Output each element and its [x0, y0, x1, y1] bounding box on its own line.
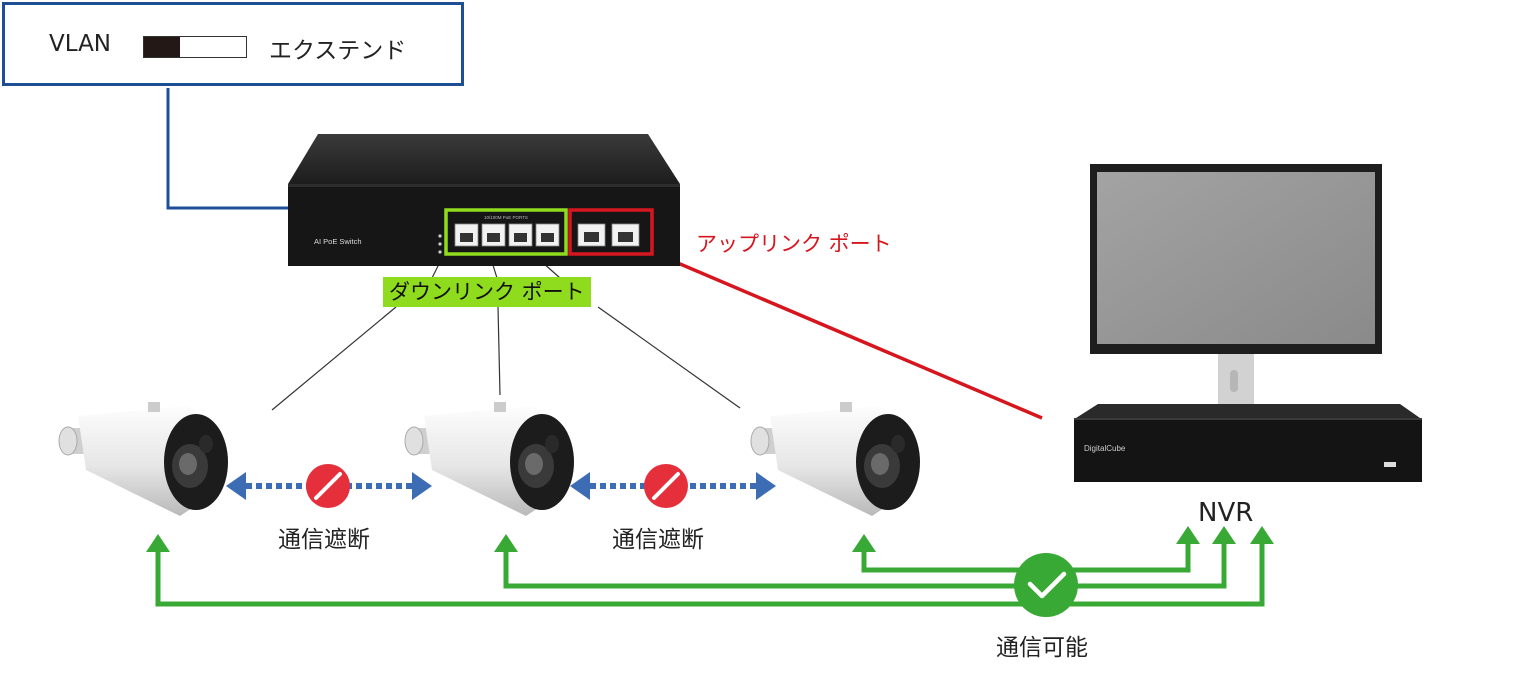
nvr-brand-label: DigitalCube: [1084, 444, 1126, 453]
vlan-connector-line: [166, 88, 292, 210]
camera-2: [404, 402, 574, 516]
nvr-label: NVR: [1198, 498, 1254, 528]
communication-ok-label: 通信可能: [996, 635, 1088, 661]
blocked-label-2: 通信遮断: [612, 527, 704, 553]
monitor: [1090, 164, 1382, 412]
ok-arrowheads: [146, 526, 1274, 552]
vlan-mode-label: エクステンド: [269, 38, 407, 64]
switch-port-group-label: 10/100M PoE PORTS: [484, 215, 528, 220]
blocked-label-1: 通信遮断: [278, 527, 370, 553]
toggle-knob: [144, 37, 180, 57]
nvr-device: DigitalCube: [1074, 404, 1422, 482]
uplink-port-label: アップリンク ポート: [696, 232, 892, 256]
camera-3: [750, 402, 920, 516]
downlink-port-group: [444, 208, 568, 256]
poe-switch: AI PoE Switch 10/100M PoE PORTS: [288, 134, 680, 266]
no-entry-icon: [644, 464, 688, 508]
switch-model-label: AI PoE Switch: [314, 237, 362, 246]
vlan-label: VLAN: [49, 31, 112, 57]
check-circle-icon: [1014, 553, 1078, 617]
no-entry-icon: [306, 464, 350, 508]
vlan-setting-box: VLAN エクステンド: [2, 2, 464, 86]
vlan-mode-toggle[interactable]: [143, 36, 247, 58]
camera-1: [58, 402, 228, 516]
blocked-link-2: [570, 464, 776, 508]
uplink-port-group: [568, 208, 654, 256]
uplink-line: [651, 250, 1043, 420]
blocked-link-1: [226, 464, 432, 508]
downlink-port-label: ダウンリンク ポート: [383, 277, 591, 307]
